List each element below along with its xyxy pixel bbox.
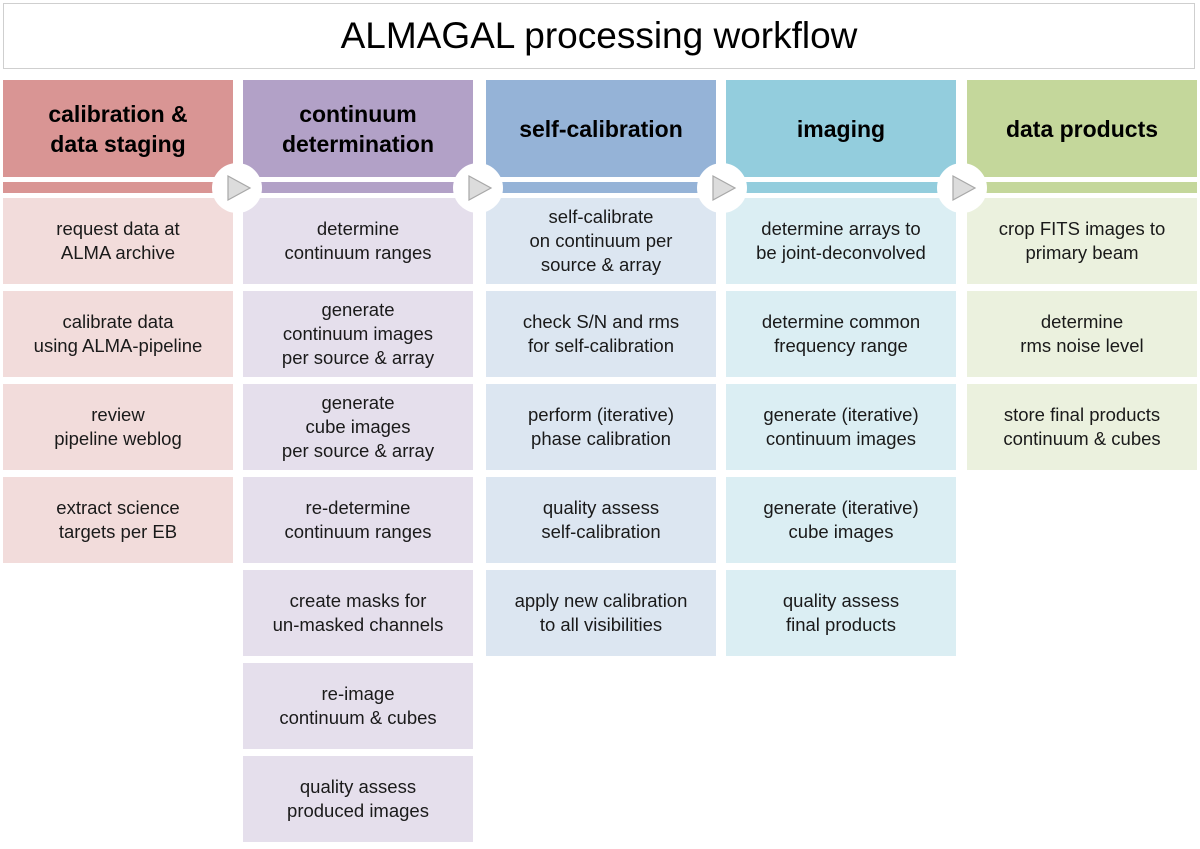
workflow-step: crop FITS images to primary beam bbox=[967, 198, 1197, 284]
column-header: self-calibration bbox=[486, 80, 716, 177]
column-header: continuum determination bbox=[243, 80, 473, 177]
diagram-title: ALMAGAL processing workflow bbox=[3, 3, 1195, 69]
workflow-column: data products crop FITS images to primary… bbox=[967, 80, 1197, 477]
workflow-step: apply new calibration to all visibilitie… bbox=[486, 570, 716, 656]
workflow-step: create masks for un-masked channels bbox=[243, 570, 473, 656]
workflow-step: quality assess self-calibration bbox=[486, 477, 716, 563]
step-list: determine arrays to be joint-deconvolved… bbox=[726, 198, 956, 656]
column-header: imaging bbox=[726, 80, 956, 177]
workflow-column: calibration & data staging request data a… bbox=[3, 80, 233, 570]
workflow-column: continuum determination determine continu… bbox=[243, 80, 473, 849]
workflow-step: calibrate data using ALMA-pipeline bbox=[3, 291, 233, 377]
workflow-step: generate continuum images per source & a… bbox=[243, 291, 473, 377]
column-header: calibration & data staging bbox=[3, 80, 233, 177]
workflow-step: quality assess final products bbox=[726, 570, 956, 656]
workflow-step: self-calibrate on continuum per source &… bbox=[486, 198, 716, 284]
workflow-step: generate (iterative) continuum images bbox=[726, 384, 956, 470]
play-triangle-icon bbox=[937, 163, 987, 213]
workflow-step: check S/N and rms for self-calibration bbox=[486, 291, 716, 377]
workflow-column: imaging determine arrays to be joint-deco… bbox=[726, 80, 956, 663]
workflow-step: request data at ALMA archive bbox=[3, 198, 233, 284]
workflow-step: perform (iterative) phase calibration bbox=[486, 384, 716, 470]
workflow-step: quality assess produced images bbox=[243, 756, 473, 842]
workflow-column: self-calibration self-calibrate on contin… bbox=[486, 80, 716, 663]
workflow-step: re-image continuum & cubes bbox=[243, 663, 473, 749]
workflow-step: extract science targets per EB bbox=[3, 477, 233, 563]
play-triangle-icon bbox=[453, 163, 503, 213]
column-divider-bar bbox=[243, 182, 473, 193]
workflow-step: determine common frequency range bbox=[726, 291, 956, 377]
column-divider-bar bbox=[3, 182, 233, 193]
workflow-step: generate cube images per source & array bbox=[243, 384, 473, 470]
column-header: data products bbox=[967, 80, 1197, 177]
step-list: self-calibrate on continuum per source &… bbox=[486, 198, 716, 656]
workflow-step: determine continuum ranges bbox=[243, 198, 473, 284]
workflow-step: generate (iterative) cube images bbox=[726, 477, 956, 563]
column-divider-bar bbox=[967, 182, 1197, 193]
column-divider-bar bbox=[486, 182, 716, 193]
column-divider-bar bbox=[726, 182, 956, 193]
workflow-step: determine rms noise level bbox=[967, 291, 1197, 377]
workflow-step: determine arrays to be joint-deconvolved bbox=[726, 198, 956, 284]
play-triangle-icon bbox=[697, 163, 747, 213]
play-triangle-icon bbox=[212, 163, 262, 213]
workflow-step: store final products continuum & cubes bbox=[967, 384, 1197, 470]
workflow-step: review pipeline weblog bbox=[3, 384, 233, 470]
workflow-step: re-determine continuum ranges bbox=[243, 477, 473, 563]
